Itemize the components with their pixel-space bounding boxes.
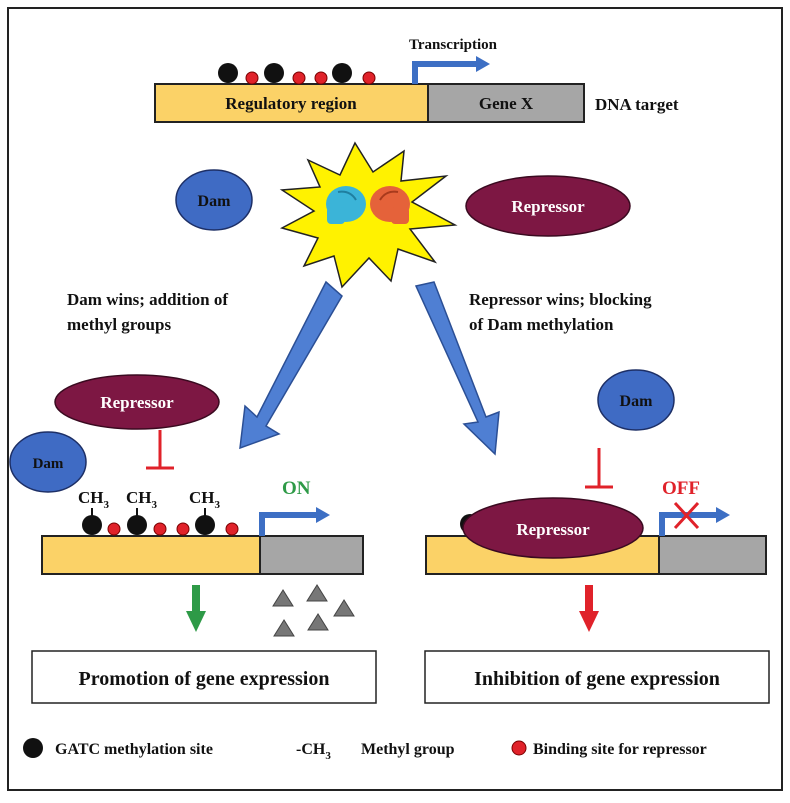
gatc-site — [82, 515, 102, 535]
left-caption-line2: methyl groups — [67, 315, 171, 334]
legend-binding-label: Binding site for repressor — [533, 741, 707, 758]
gene-product-icon — [307, 613, 329, 631]
gatc-site — [218, 63, 238, 83]
methyl-label: CH3 — [78, 488, 110, 511]
binding-site — [314, 71, 328, 85]
right-promoter-arrowhead — [716, 507, 730, 523]
bound-repressor-label: Repressor — [516, 520, 590, 539]
off-label: OFF — [662, 478, 700, 499]
boxing-glove-blue-icon — [326, 186, 366, 224]
binding-site — [225, 522, 239, 536]
right-gene-box — [658, 535, 767, 575]
dam-label: Dam — [198, 193, 232, 210]
promotion-outcome-label: Promotion of gene expression — [79, 668, 330, 690]
gene-product-icon — [273, 619, 295, 637]
gatc-site — [332, 63, 352, 83]
competition: Dam Repressor — [175, 141, 631, 289]
gene-x-label: Gene X — [479, 94, 534, 113]
left-branch: Repressor Dam CH3 CH3 CH3 ON — [9, 374, 377, 704]
legend-gatc-icon — [23, 738, 43, 758]
gene-product-icon — [333, 599, 355, 617]
methyl-label: CH3 — [189, 488, 221, 511]
regulatory-region-label: Regulatory region — [225, 94, 357, 113]
left-gene-box — [259, 535, 364, 575]
left-regulatory-region — [41, 535, 261, 575]
gatc-site — [127, 515, 147, 535]
repressor-label: Repressor — [511, 197, 585, 216]
left-branch-arrow — [239, 280, 343, 450]
legend-methyl-label: Methyl group — [361, 741, 455, 758]
left-promoter-arrowhead — [316, 507, 330, 523]
promotion-outcome-box — [31, 650, 377, 704]
dna-target: Regulatory region Gene X DNA target Tran… — [154, 37, 679, 123]
transcription-arrowhead — [476, 56, 490, 72]
inhibition-arrow-head — [579, 611, 599, 632]
gene-product-icon — [272, 589, 294, 607]
transcription-label: Transcription — [409, 37, 498, 53]
conflict-burst-icon — [279, 141, 458, 289]
left-repressor — [54, 374, 220, 430]
on-label: ON — [282, 478, 311, 499]
binding-site — [292, 71, 306, 85]
right-branch: Dam Repressor OFF Inhibition of gene exp… — [424, 369, 770, 704]
legend-binding-icon — [511, 740, 527, 756]
inhibition-outcome-box — [424, 650, 770, 704]
boxing-glove-orange-icon — [370, 186, 410, 224]
inhibition-arrow-shaft — [585, 585, 593, 613]
binding-site — [107, 522, 121, 536]
legend: GATC methylation site -CH3 Methyl group … — [23, 738, 707, 762]
gene-product-icon — [306, 584, 328, 602]
transcription-arrow — [412, 61, 478, 84]
inhibition-outcome-label: Inhibition of gene expression — [474, 668, 720, 690]
blocked-cross-icon — [673, 501, 700, 530]
gatc-site — [264, 63, 284, 83]
methyl-label: CH3 — [126, 488, 158, 511]
promotion-arrow-shaft — [192, 585, 200, 613]
regulatory-region-box — [154, 83, 429, 123]
binding-site — [245, 71, 259, 85]
left-repressor-label: Repressor — [100, 393, 174, 412]
gatc-site — [195, 515, 215, 535]
left-caption-line1: Dam wins; addition of — [67, 290, 228, 309]
bound-repressor — [462, 497, 644, 559]
binding-site — [362, 71, 376, 85]
dam-enzyme — [175, 169, 253, 231]
left-dam — [9, 431, 87, 493]
dna-target-label: DNA target — [595, 95, 679, 114]
right-branch-arrow — [414, 281, 500, 456]
left-promoter-arrow — [259, 512, 318, 536]
right-promoter-arrow — [659, 512, 718, 536]
promotion-arrow-head — [186, 611, 206, 632]
repressor-protein — [465, 175, 631, 237]
right-caption-line1: Repressor wins; blocking — [469, 290, 652, 309]
right-caption-line2: of Dam methylation — [469, 315, 614, 334]
binding-site — [176, 522, 190, 536]
binding-site — [153, 522, 167, 536]
legend-methyl-symbol: -CH3 — [296, 741, 331, 762]
right-dam-label: Dam — [620, 393, 654, 410]
right-dam — [597, 369, 675, 431]
left-dam-label: Dam — [33, 456, 64, 472]
legend-gatc-label: GATC methylation site — [55, 741, 213, 758]
gene-x-box — [427, 83, 585, 123]
